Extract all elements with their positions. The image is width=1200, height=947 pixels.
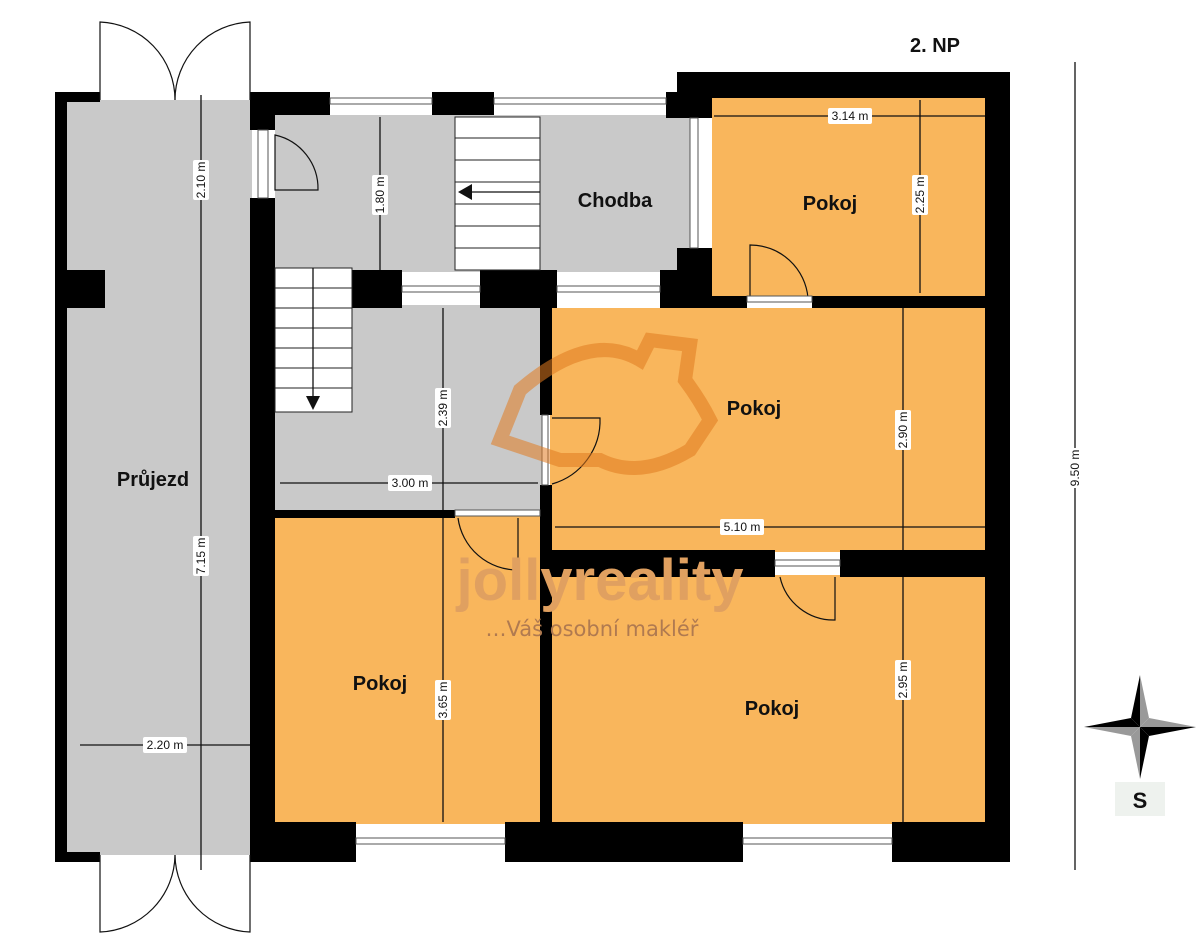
dim-room-lower-left-height: 3.65 m <box>436 682 450 719</box>
dim-corridor-height: 1.80 m <box>373 177 387 214</box>
dim-passage-width: 2.20 m <box>147 738 184 752</box>
watermark-logo <box>490 332 719 475</box>
dim-room-top-right-height: 2.25 m <box>913 177 927 214</box>
dim-room-top-right-width: 3.14 m <box>832 109 869 123</box>
compass-icon <box>1084 675 1196 779</box>
passage-floor <box>65 100 252 855</box>
room-label-passage: Průjezd <box>117 469 189 491</box>
room-label-corridor: Chodba <box>578 190 653 212</box>
staircase-lower <box>274 267 353 413</box>
dimension-labels: 2.10 m 7.15 m 2.20 m 1.80 m 3.14 m 2.25 … <box>143 108 1083 753</box>
room-label-lower-left: Pokoj <box>353 673 407 695</box>
dim-room-lower-right-height: 2.95 m <box>896 662 910 699</box>
room-top-right-floor <box>712 98 987 298</box>
staircase-upper <box>454 116 541 271</box>
dim-room-middle-height: 2.90 m <box>896 412 910 449</box>
compass-label: S <box>1133 788 1148 813</box>
dim-passage-top: 2.10 m <box>194 162 208 199</box>
room-label-top-right: Pokoj <box>803 193 857 215</box>
dim-total-height: 9.50 m <box>1068 450 1082 487</box>
dim-hall-width: 3.00 m <box>392 476 429 490</box>
dim-room-middle-width: 5.10 m <box>724 520 761 534</box>
dim-passage-long: 7.15 m <box>194 538 208 575</box>
floor-title: 2. NP <box>910 35 960 57</box>
compass-label-box <box>1115 782 1165 816</box>
room-label-middle: Pokoj <box>727 398 781 420</box>
watermark-slogan: …Váš osobní makléř <box>486 617 699 641</box>
walls <box>55 72 1010 862</box>
room-lower-right-floor <box>550 575 987 824</box>
dim-hall-height: 2.39 m <box>436 390 450 427</box>
room-label-lower-right: Pokoj <box>745 698 799 720</box>
watermark-brand: jollyreality <box>456 548 744 613</box>
windows <box>257 97 893 845</box>
